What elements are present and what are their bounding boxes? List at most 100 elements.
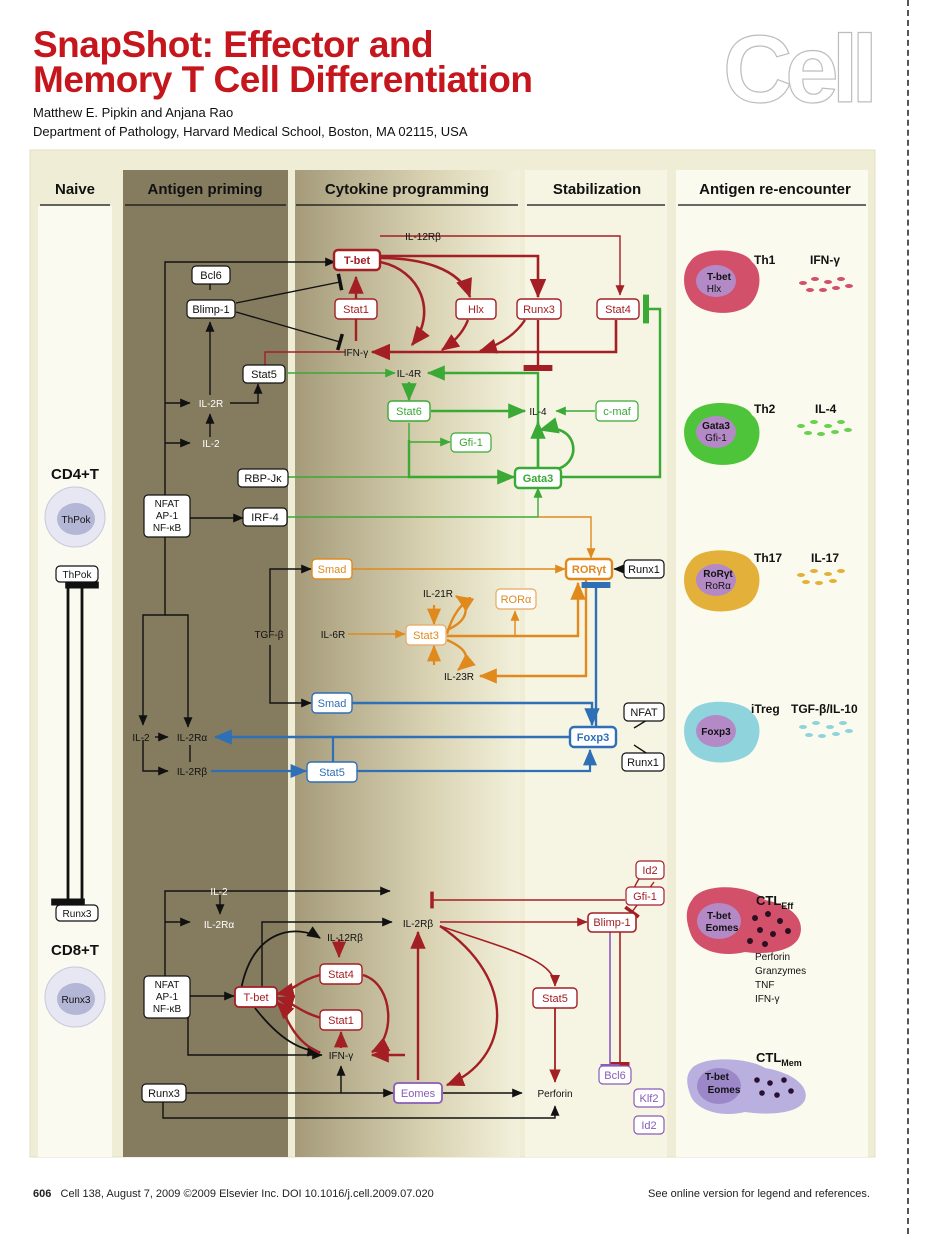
node-stat1: Stat1 [334, 298, 378, 320]
page-title: SnapShot: Effector and Memory T Cell Dif… [33, 24, 533, 100]
node-id2-bottom: Id2 [633, 1115, 665, 1135]
svg-text:Hlx: Hlx [707, 284, 721, 295]
svg-text:Stat1: Stat1 [328, 1015, 354, 1027]
svg-text:Eomes: Eomes [706, 923, 739, 934]
svg-text:iTreg: iTreg [751, 702, 780, 716]
logo-text: Cell [723, 22, 871, 112]
svg-text:Runx3: Runx3 [63, 909, 92, 920]
node-nfat-ap1-nfkb-cd4: NFAT AP-1 NF-κB [143, 494, 191, 538]
svg-text:Th1: Th1 [754, 253, 776, 267]
title-line-1: SnapShot: Effector and [33, 24, 434, 65]
cd8-ifng-label: IFN-γ [329, 1051, 353, 1062]
node-tbet: T-bet [332, 248, 382, 272]
footer-note: See online version for legend and refere… [648, 1188, 870, 1200]
node-thpok: ThPok [55, 565, 99, 583]
svg-text:Perforin: Perforin [755, 952, 790, 963]
cell-logo: Cell [722, 22, 872, 112]
svg-text:Gfi-1: Gfi-1 [705, 433, 727, 444]
svg-text:ThPok: ThPok [63, 570, 93, 581]
cut-line [907, 0, 909, 1234]
node-tbet-cd8: T-bet [234, 986, 278, 1008]
il2-label: IL-2 [202, 439, 220, 450]
svg-text:Stat4: Stat4 [328, 969, 354, 981]
svg-text:T-bet: T-bet [705, 1072, 730, 1083]
citation-text: Cell 138, August 7, 2009 ©2009 Elsevier … [60, 1188, 434, 1200]
svg-text:NF-κB: NF-κB [153, 523, 182, 534]
node-runx3-cd4: Runx3 [516, 298, 562, 320]
svg-text:Runx1: Runx1 [627, 757, 659, 769]
node-foxp3: Foxp3 [568, 725, 618, 749]
affiliation: Department of Pathology, Harvard Medical… [33, 124, 468, 139]
svg-text:Smad: Smad [318, 698, 347, 710]
th17-outcome: RoRγt RoRα Th17 IL-17 [684, 550, 845, 612]
node-stat1-cd8: Stat1 [319, 1009, 363, 1031]
svg-text:IRF-4: IRF-4 [251, 512, 279, 524]
svg-text:Stat5: Stat5 [251, 369, 277, 381]
node-label: T-bet [344, 255, 371, 267]
svg-text:Th17: Th17 [754, 551, 782, 565]
svg-text:Eomes: Eomes [401, 1088, 436, 1100]
node-stat4-cd4: Stat4 [596, 298, 640, 320]
node-nfat: NFAT [623, 702, 665, 722]
svg-text:Klf2: Klf2 [640, 1093, 659, 1105]
title-line-2: Memory T Cell Differentiation [33, 59, 533, 100]
node-bcl6-cd8: Bcl6 [598, 1065, 632, 1085]
node-rora: RORα [495, 588, 537, 610]
node-eomes: Eomes [393, 1082, 443, 1104]
svg-text:Foxp3: Foxp3 [701, 727, 731, 738]
svg-text:Blimp-1: Blimp-1 [593, 917, 630, 929]
cd8-il2-label: IL-2 [210, 887, 228, 898]
svg-text:Eomes: Eomes [708, 1085, 741, 1096]
il21r-label: IL-21R [423, 589, 453, 600]
node-stat4-cd8: Stat4 [319, 963, 363, 985]
th2-outcome: Gata3 Gfi-1 Th2 IL-4 [684, 402, 852, 465]
svg-text:RORα: RORα [501, 594, 532, 606]
svg-text:TNF: TNF [755, 980, 774, 991]
il2rb-label: IL-2Rβ [177, 767, 207, 778]
svg-text:NFAT: NFAT [630, 707, 658, 719]
footer-citation: 606 Cell 138, August 7, 2009 ©2009 Elsev… [33, 1188, 434, 1200]
cd4-cell-label: ThPok [62, 515, 92, 526]
node-klf2: Klf2 [633, 1088, 665, 1108]
authors: Matthew E. Pipkin and Anjana Rao [33, 105, 234, 120]
svg-text:Bcl6: Bcl6 [200, 270, 221, 282]
header-naive: Naive [55, 181, 95, 198]
svg-text:Stat1: Stat1 [343, 304, 369, 316]
node-runx3-cd8: Runx3 [141, 1083, 187, 1103]
il4-label: IL-4 [529, 407, 547, 418]
page-number: 606 [33, 1188, 52, 1200]
svg-text:Runx1: Runx1 [628, 564, 660, 576]
node-stat5-cd4: Stat5 [242, 364, 286, 384]
node-bcl6: Bcl6 [191, 265, 231, 285]
svg-text:Hlx: Hlx [468, 304, 484, 316]
svg-text:Runx3: Runx3 [523, 304, 555, 316]
il2-left-label: IL-2 [132, 733, 150, 744]
svg-text:TGF-β/IL-10: TGF-β/IL-10 [791, 702, 858, 716]
node-stat5-cd8: Stat5 [532, 987, 578, 1009]
node-blimp1-cd8: Blimp-1 [587, 912, 637, 933]
il2ra-label: IL-2Rα [177, 733, 207, 744]
svg-text:T-bet: T-bet [707, 911, 732, 922]
node-nfat-ap1-nfkb-cd8: NFAT AP-1 NF-κB [143, 975, 191, 1019]
svg-text:NF-κB: NF-κB [153, 1004, 182, 1015]
node-runx1-bottom: Runx1 [621, 752, 665, 772]
node-id2-top: Id2 [635, 860, 665, 880]
itreg-outcome: Foxp3 iTreg TGF-β/IL-10 [684, 701, 858, 763]
svg-text:Stat6: Stat6 [396, 406, 422, 418]
svg-text:Bcl6: Bcl6 [604, 1070, 625, 1082]
node-gfi1-cd8: Gfi-1 [625, 886, 665, 906]
svg-text:AP-1: AP-1 [156, 992, 179, 1003]
cd8-cell-label: Runx3 [62, 995, 91, 1006]
svg-text:Th2: Th2 [754, 402, 776, 416]
svg-text:RoRγt: RoRγt [703, 569, 733, 580]
cd8-il12rb-label: IL-12Rβ [327, 933, 363, 944]
column-headers: Naive Antigen priming Cytokine programmi… [55, 181, 851, 198]
cd8-il2rb-label: IL-2Rβ [403, 919, 433, 930]
node-stat3: Stat3 [405, 624, 447, 646]
svg-text:CTLEff: CTLEff [756, 893, 794, 911]
node-hlx: Hlx [455, 298, 497, 320]
il4r-label: IL-4R [397, 369, 421, 380]
svg-text:Foxp3: Foxp3 [577, 732, 609, 744]
svg-text:Gata3: Gata3 [702, 421, 730, 432]
